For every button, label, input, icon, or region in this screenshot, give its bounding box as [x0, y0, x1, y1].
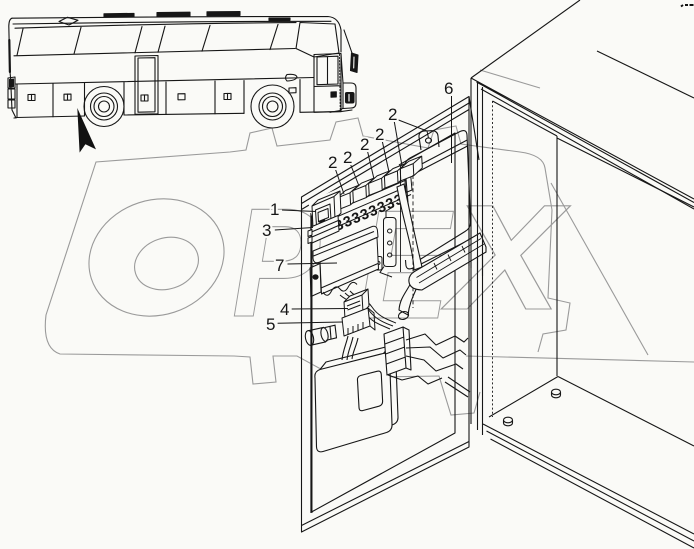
svg-text:5: 5 [266, 315, 275, 334]
svg-text:4: 4 [280, 300, 289, 319]
svg-text:2: 2 [360, 135, 369, 154]
svg-text:2: 2 [328, 153, 337, 172]
svg-text:1: 1 [270, 200, 279, 219]
svg-text:2: 2 [375, 125, 384, 144]
svg-text:3: 3 [262, 221, 271, 240]
svg-text:P: P [232, 176, 321, 349]
svg-text:2: 2 [388, 105, 397, 124]
svg-text:2: 2 [343, 148, 352, 167]
svg-text:6: 6 [444, 79, 453, 98]
svg-text:7: 7 [275, 256, 284, 275]
